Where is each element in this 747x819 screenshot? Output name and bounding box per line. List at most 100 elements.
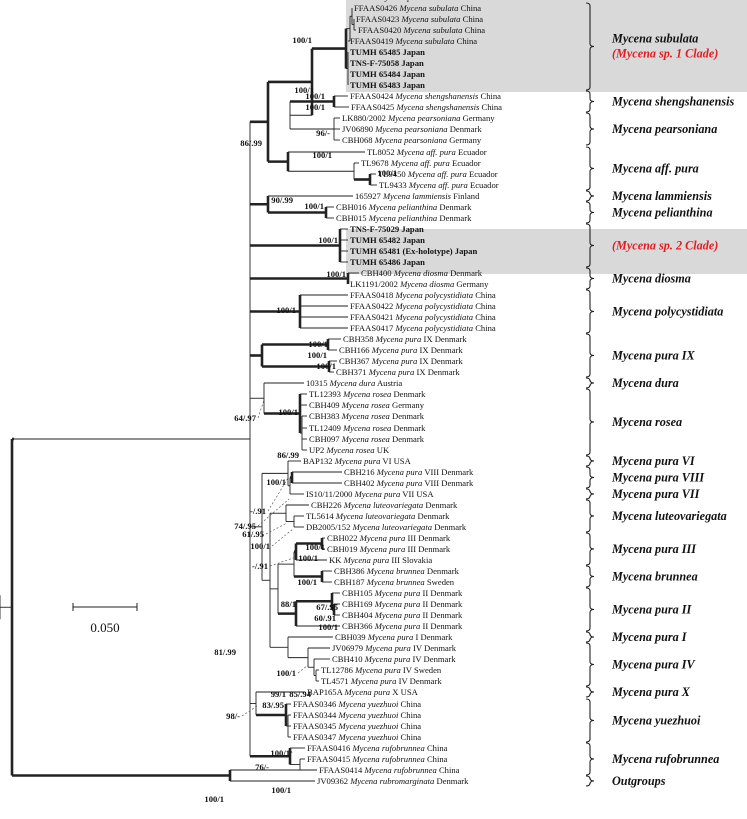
support-leader: [257, 498, 290, 527]
tip-id: CBH404: [342, 610, 373, 620]
tip-locality: Finland: [453, 191, 480, 201]
tip-id: FFAAS0421: [350, 312, 393, 322]
tip-genus: Mycena: [342, 423, 370, 433]
tip-genus: Mycena: [371, 345, 399, 355]
tip-label: TUMH 65483 Japan: [350, 80, 425, 90]
tip-label: TL12393 Mycena rosea Denmark: [309, 389, 426, 399]
clade-label: Mycena rosea: [611, 415, 682, 429]
tip-epithet: diosma: [429, 279, 454, 289]
tip-genus: Mycena: [341, 400, 369, 410]
tip-epithet: brunnea: [396, 566, 425, 576]
tip-id: FFAAS0345: [293, 721, 336, 731]
tip-genus: Mycena: [366, 566, 394, 576]
tip-epithet: pura: [405, 478, 422, 488]
tip-genus: Mycena: [394, 290, 422, 300]
tip-epithet: pura: [403, 621, 420, 631]
support-value: 83/.95: [262, 700, 284, 710]
tip-label: CBH367 Mycena pura IX Denmark: [339, 356, 463, 366]
tip-id: FFAAS0414: [319, 765, 363, 775]
tip-epithet: pura: [383, 489, 400, 499]
clade-label: Mycena pura IX: [611, 349, 695, 363]
tip-genus: Mycena: [359, 544, 387, 554]
tip-id: CBH105: [342, 588, 373, 598]
tip-locality: China: [475, 323, 496, 333]
clade-label: Mycena polycystidiata: [611, 305, 723, 319]
tip-genus: Mycena: [368, 202, 396, 212]
tip-label: BAP132 Mycena pura VI USA: [303, 456, 412, 466]
tip-locality: Denmark: [425, 500, 458, 510]
support-value: 74/.95: [234, 521, 256, 531]
tip-locality: Denmark: [450, 268, 483, 278]
clade-label: Outgroups: [612, 774, 666, 788]
tip-id: FFAAS0415: [307, 754, 350, 764]
support-leader: [265, 522, 288, 535]
support-value: 76/-: [255, 762, 269, 772]
tip-locality: China: [427, 754, 448, 764]
tip-label: FFAAS0426 Mycena subulata China: [354, 3, 481, 13]
tip-epithet: pura: [393, 654, 410, 664]
tip-genus: Mycena: [342, 389, 370, 399]
tip-id: CBH019: [327, 544, 358, 554]
tip-id: JV06890: [342, 124, 373, 134]
tip-epithet: diosma: [423, 268, 448, 278]
tip-id: TUMH 65486 Japan: [350, 257, 425, 267]
tip-genus: Mycena: [334, 456, 362, 466]
scale-bar: 0.050: [72, 603, 138, 635]
support-value: 99/1: [271, 689, 286, 699]
tip-locality: China: [401, 721, 422, 731]
tip-locality: Denmark: [427, 566, 460, 576]
tip-locality: China: [475, 301, 496, 311]
tip-id: TL12393: [309, 389, 341, 399]
clade-label: Mycena subulata: [611, 32, 698, 46]
tip-id: FFAAS0426: [354, 3, 398, 13]
tip-epithet: pura: [372, 555, 389, 565]
clade-label: Mycena pura VI: [611, 454, 696, 468]
tip-id: TUMH 65485 Japan: [350, 47, 425, 57]
tip-locality: Denmark: [393, 389, 426, 399]
tip-epithet: rufobrunnea: [394, 765, 437, 775]
tip-genus: Mycena: [394, 312, 422, 322]
tip-id: CBH187: [334, 577, 365, 587]
clade-bracket: [585, 455, 595, 467]
support-leader: [271, 528, 294, 547]
tip-id: TL5614: [306, 511, 334, 521]
support-value: 100/1: [276, 668, 296, 678]
tip-id: TL9433: [379, 180, 407, 190]
support-value: 67/.95: [316, 602, 338, 612]
tip-id: CBH367: [339, 356, 370, 366]
tip-epithet: luteovariegata: [382, 522, 432, 532]
support-value: 100/1: [305, 542, 325, 552]
tip-id: JV09362: [317, 776, 348, 786]
tip-id: CBH216: [344, 467, 375, 477]
tip-locality: China: [439, 765, 460, 775]
support-value: 86/.99: [240, 138, 262, 148]
tip-epithet: yuezhuoi: [367, 721, 399, 731]
tip-locality: I Denmark: [415, 632, 453, 642]
tip-genus: Mycena: [368, 367, 396, 377]
tip-label: TL4571 Mycena pura IV Denmark: [321, 676, 442, 686]
clade-label: Mycena luteovariegata: [611, 509, 727, 523]
clade-labels: Mycena subulata(Mycena sp. 1 Clade)Mycen…: [611, 32, 734, 789]
tip-locality: China: [475, 312, 496, 322]
tip-epithet: polycystidiata: [424, 290, 473, 300]
tip-locality: X USA: [392, 687, 418, 697]
tip-epithet: polycystidiata: [424, 301, 473, 311]
tip-label: CBH409 Mycena rosea Germany: [309, 400, 425, 410]
tip-locality: Denmark: [392, 411, 425, 421]
tip-genus: Mycena: [402, 25, 430, 35]
tip-label: KK Mycena pura III Slovakia: [329, 555, 432, 565]
tip-genus: Mycena: [393, 268, 421, 278]
tip-label: TUMH 65484 Japan: [350, 69, 425, 79]
tip-epithet: aff. pura: [420, 158, 450, 168]
support-value: 86/.99: [277, 450, 299, 460]
clade-label: Mycena brunnea: [611, 570, 698, 584]
tip-genus: Mycena: [325, 445, 353, 455]
tip-epithet: pura: [400, 345, 417, 355]
support-value: 100/1: [312, 150, 332, 160]
tip-id: BAP132: [303, 456, 333, 466]
tip-epithet: pura: [394, 643, 411, 653]
tip-id: BAP165A: [307, 687, 344, 697]
tip-id: CBH015: [336, 213, 367, 223]
scale-bar-label: 0.050: [90, 620, 119, 635]
tip-id: CBH383: [309, 411, 340, 421]
